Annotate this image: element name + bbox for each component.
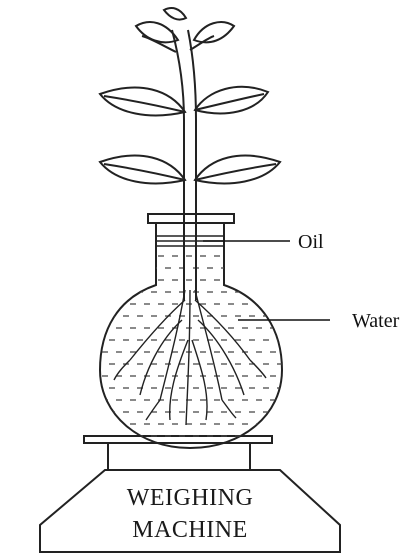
flask-rim: [148, 214, 234, 223]
leaf: [164, 8, 186, 20]
water-dashes: [102, 256, 283, 436]
plant-stem: [142, 30, 214, 300]
machine-label-line2: MACHINE: [90, 518, 290, 542]
machine-label-line1: WEIGHING: [90, 486, 290, 510]
flask-outline: [100, 223, 282, 448]
leaf: [100, 156, 185, 184]
leaf: [136, 22, 178, 42]
weighing-pan: [84, 436, 272, 443]
leaf: [195, 87, 268, 114]
water-label: Water: [352, 311, 399, 331]
leaf: [100, 88, 185, 116]
oil-label: Oil: [298, 232, 324, 252]
plant-leaves: [100, 8, 280, 183]
plant-roots: [114, 290, 266, 425]
leaf: [195, 156, 280, 184]
flask: [100, 214, 282, 448]
leaf: [194, 22, 234, 42]
